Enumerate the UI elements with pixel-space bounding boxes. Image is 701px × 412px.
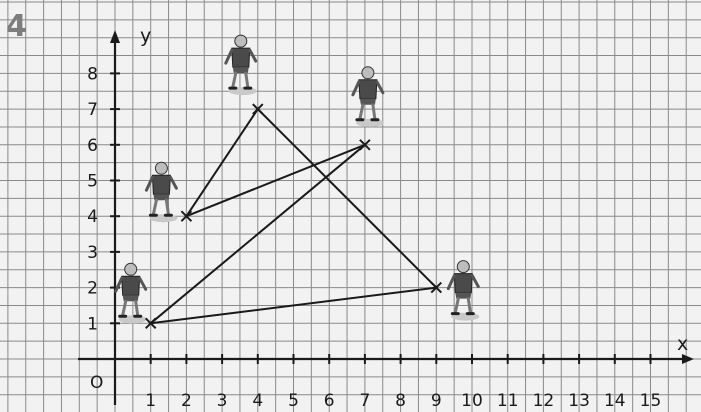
- pass-segment: [186, 143, 366, 218]
- x-tick-label: 15: [640, 391, 662, 411]
- pass-points: [144, 103, 443, 330]
- players: [114, 34, 480, 324]
- y-tick-label: 4: [87, 207, 98, 227]
- pass-point: [180, 210, 193, 222]
- player-figure-icon: [224, 34, 258, 96]
- y-tick-label: 1: [87, 314, 98, 334]
- pass-segment: [150, 286, 437, 325]
- y-tick-label: 8: [87, 64, 98, 84]
- origin-label: O: [90, 373, 103, 393]
- pass-segment: [185, 108, 259, 217]
- player-figure-icon: [351, 66, 385, 127]
- y-tick-label: 7: [87, 100, 98, 120]
- x-tick-label: 13: [568, 391, 590, 411]
- pass-point: [359, 139, 371, 151]
- exercise-number: 4: [6, 9, 27, 44]
- pass-segment: [257, 108, 438, 289]
- pass-point: [144, 317, 157, 330]
- x-tick-label: 1: [145, 391, 156, 411]
- x-tick-label: 6: [324, 391, 335, 411]
- y-axis-label: y: [140, 25, 151, 47]
- pass-point: [252, 103, 264, 115]
- player-figure-icon: [446, 260, 480, 321]
- y-axis-arrow-icon: [110, 30, 120, 43]
- y-tick-label: 3: [87, 243, 98, 263]
- x-tick-label: 14: [604, 391, 626, 411]
- y-tick-label: 2: [87, 279, 98, 299]
- y-tick-label: 6: [87, 136, 98, 156]
- x-tick-label: 5: [288, 391, 299, 411]
- pass-point: [430, 281, 443, 294]
- pass-segment: [150, 144, 366, 325]
- axes: [78, 30, 694, 405]
- path-segments: [150, 108, 438, 325]
- x-tick-label: 7: [359, 391, 370, 411]
- x-tick-label: 8: [395, 391, 406, 411]
- x-tick-label: 10: [461, 391, 483, 411]
- x-tick-label: 3: [217, 391, 228, 411]
- x-tick-label: 9: [431, 391, 442, 411]
- x-tick-label: 11: [497, 391, 519, 411]
- x-axis-arrow-icon: [682, 354, 694, 364]
- y-tick-label: 5: [87, 172, 98, 192]
- x-tick-label: 2: [181, 391, 192, 411]
- x-tick-label: 4: [252, 391, 263, 411]
- player-figure-icon: [144, 161, 178, 223]
- player-figure-icon: [114, 262, 148, 324]
- x-tick-label: 12: [533, 391, 555, 411]
- x-axis-label: x: [677, 333, 688, 355]
